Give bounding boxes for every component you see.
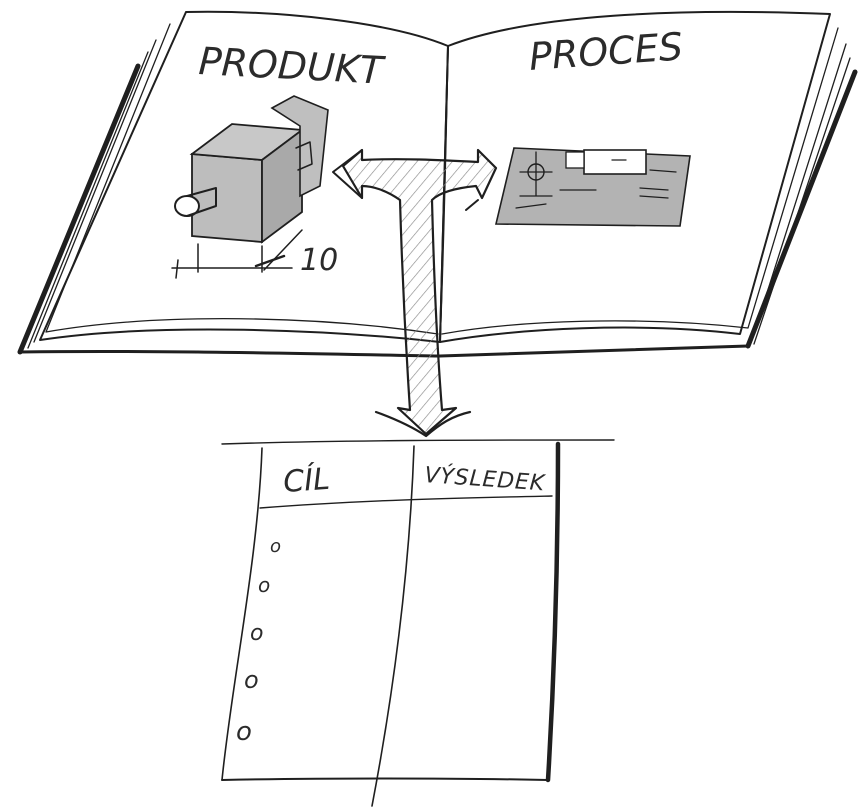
- table-header-goal: CÍL: [282, 461, 331, 500]
- book-cover-left-edge: [20, 66, 138, 352]
- row-mark-2: o: [258, 573, 270, 597]
- process-small-box: [566, 152, 584, 168]
- left-page-title: PRODUKT: [198, 39, 387, 93]
- product-sketch: 10: [172, 96, 338, 278]
- row-mark-5: o: [236, 717, 252, 747]
- table-right-border: [548, 444, 558, 780]
- results-table: CÍL VÝSLEDEK o o o o o: [222, 440, 614, 806]
- book-bottom-edge: [20, 346, 748, 356]
- left-page-layer-2: [34, 40, 156, 342]
- row-mark-1: o: [270, 536, 281, 557]
- t-arrow-tail-right: [466, 200, 478, 210]
- right-page-layer-3: [754, 58, 850, 344]
- t-arrow-body: [343, 150, 496, 434]
- row-mark-3: o: [250, 621, 263, 646]
- right-page-layer-2: [752, 44, 846, 340]
- process-title-box: [584, 150, 646, 174]
- table-header-result: VÝSLEDEK: [424, 462, 547, 496]
- left-page-layer-3: [28, 52, 148, 348]
- table-top-rule: [222, 440, 614, 444]
- t-arrow: [333, 150, 496, 436]
- table-bottom-border: [222, 779, 548, 781]
- dimension-label: 10: [300, 243, 338, 278]
- row-mark-4: o: [244, 666, 259, 694]
- product-block-front: [192, 154, 262, 242]
- right-page-title: PROCES: [528, 24, 685, 79]
- process-sketch: [496, 148, 690, 226]
